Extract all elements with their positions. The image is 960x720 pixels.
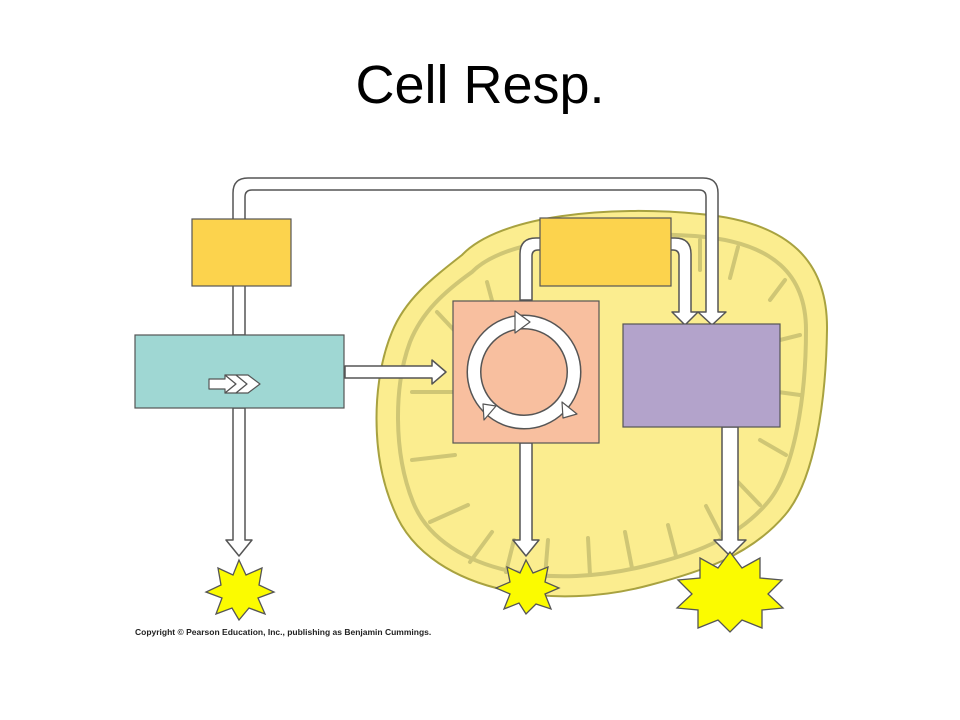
- electron-carrier-right-connector: [669, 237, 699, 326]
- atp-burst-oxidative-phosphorylation: [675, 550, 785, 633]
- slide-title: Cell Resp.: [355, 55, 605, 115]
- electron-carrier-box-left: [191, 218, 292, 287]
- glycolysis-steps-icon: [208, 374, 261, 394]
- atp-burst-glycolysis: [204, 558, 276, 622]
- krebs-atp-arrow: [512, 442, 540, 557]
- oxphos-atp-arrow: [713, 426, 747, 557]
- pathway-arrows: [225, 177, 747, 557]
- glycolysis-atp-arrow: [225, 407, 253, 557]
- krebs-cycle-icon: [466, 310, 582, 430]
- atp-burst-citric-acid-cycle: [494, 558, 561, 616]
- oxidative-phosphorylation-box: [622, 323, 781, 428]
- top-connector-arrow: [232, 177, 727, 336]
- copyright-notice: Copyright © Pearson Education, Inc., pub…: [135, 627, 432, 637]
- glycolysis-to-krebs-arrow: [344, 359, 447, 385]
- electron-carrier-box-middle: [539, 217, 672, 287]
- glycolysis-box: [134, 334, 345, 409]
